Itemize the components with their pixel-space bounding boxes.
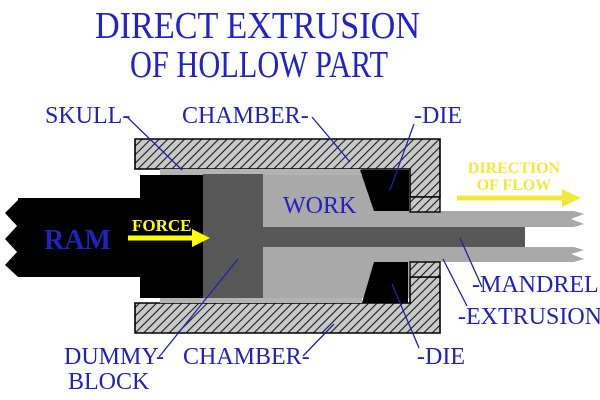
page-title-line1: DIRECT EXTRUSION xyxy=(95,5,420,47)
die-top-shape xyxy=(360,170,409,211)
label-chamber-bottom: CHAMBER- xyxy=(183,344,310,370)
die-bottom-shape xyxy=(362,262,408,303)
die-backer-bottom xyxy=(409,261,441,278)
label-extrusion: -EXTRUSION xyxy=(458,304,600,330)
label-die-bottom: -DIE xyxy=(417,344,465,370)
leader-chamber-bottom xyxy=(302,323,335,357)
extrusion-bottom-wall xyxy=(372,247,584,262)
leader-mandrel xyxy=(459,237,483,288)
leader-die-bottom xyxy=(391,283,420,349)
force-arrow-head xyxy=(192,229,210,247)
leader-chamber-top xyxy=(311,116,351,163)
label-direction-of-flow-line1: DIRECTION xyxy=(468,160,561,177)
ram-shape xyxy=(5,175,203,298)
leader-lines xyxy=(126,116,483,358)
leader-extrusion xyxy=(442,258,468,307)
label-work: WORK xyxy=(283,193,357,219)
label-skull: SKULL- xyxy=(45,103,130,129)
force-arrow xyxy=(128,229,210,247)
leader-dummy-block xyxy=(158,258,239,358)
flow-arrow xyxy=(457,189,581,207)
skull-layer-top xyxy=(160,169,361,175)
label-force: FORCE xyxy=(132,216,192,235)
label-ram: RAM xyxy=(44,225,111,256)
label-direction-of-flow-line2: OF FLOW xyxy=(477,177,552,194)
extrusion-top-wall xyxy=(372,211,584,227)
label-dummy-block-line1: DUMMY- xyxy=(64,344,164,370)
page-title-line2: OF HOLLOW PART xyxy=(130,44,388,86)
label-dummy-block-line2: BLOCK xyxy=(68,369,150,395)
label-chamber-top: CHAMBER- xyxy=(182,103,309,129)
leader-die-top xyxy=(389,123,415,191)
flow-arrow-head xyxy=(562,189,581,207)
mandrel-bar xyxy=(203,227,525,247)
label-mandrel: -MANDREL xyxy=(472,272,599,298)
leader-skull xyxy=(126,116,183,171)
die-backer-top xyxy=(409,196,441,213)
label-die-top: -DIE xyxy=(414,103,462,129)
skull-layer-bottom xyxy=(160,298,362,303)
